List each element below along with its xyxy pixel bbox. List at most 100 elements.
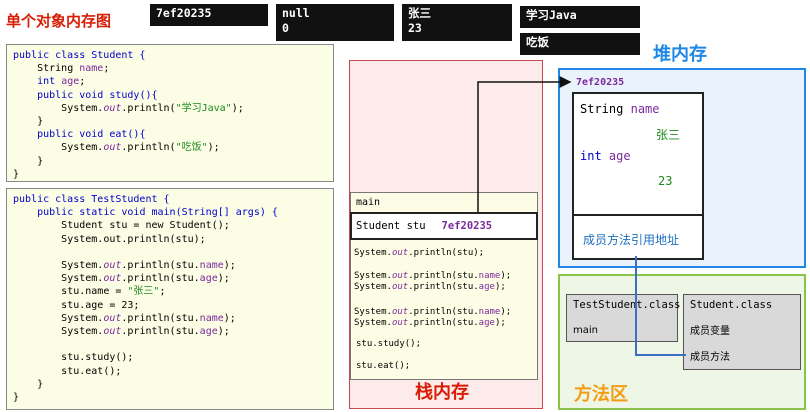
code-token: stu.	[175, 260, 200, 272]
heap-object-address: 7ef20235	[576, 77, 625, 88]
code-token: name	[199, 312, 224, 324]
code-token: }	[37, 116, 44, 128]
code-token: stu.	[175, 326, 200, 338]
student-class-code: public class Student { String name; int …	[6, 44, 334, 182]
code-token: out	[391, 248, 409, 258]
stack-line: System.out.println(stu.age);	[354, 318, 506, 329]
code-token: .println(	[408, 271, 457, 281]
code-token: .println(	[121, 273, 176, 285]
output-study-text: 学习Java	[526, 8, 577, 22]
class-member-methods: 成员方法	[690, 352, 730, 363]
heap-age-value: 23	[658, 174, 673, 188]
class-member-vars: 成员变量	[690, 326, 730, 337]
code-token: .println(	[121, 326, 176, 338]
code-token: .println(	[121, 102, 176, 114]
code-token: int	[37, 76, 62, 88]
code-token: age	[61, 76, 80, 88]
stack-to-heap-arrow	[477, 76, 572, 212]
code-token: System.	[354, 271, 392, 281]
stack-frame-label: main	[356, 197, 381, 208]
stack-line: stu.study();	[356, 339, 422, 349]
code-token: age	[199, 273, 218, 285]
student-class-box: Student.class 成员变量 成员方法	[683, 294, 801, 370]
heap-field-age: int age	[580, 149, 631, 163]
console-output-study: 学习Java	[520, 6, 640, 28]
code-token: );	[223, 260, 236, 272]
code-token: stu.	[456, 271, 479, 281]
code-token: System.	[354, 318, 392, 328]
code-token: stu.	[456, 318, 479, 328]
code-token: );	[500, 307, 512, 317]
code-line: public class Student {	[13, 50, 146, 61]
heap-field-name: String name	[580, 102, 660, 116]
code-token: System.	[61, 102, 104, 114]
code-token: );	[217, 273, 230, 285]
code-token: out	[103, 260, 122, 272]
code-token: System.	[61, 326, 104, 338]
code-token: System.	[61, 312, 104, 324]
code-token: stu.	[456, 307, 479, 317]
code-token: stu.	[175, 312, 200, 324]
code-token: out	[103, 312, 122, 324]
code-token: System.	[61, 142, 104, 154]
code-line: public static void main(String[] args) {	[37, 207, 278, 219]
code-line: public void study(){	[37, 89, 158, 101]
diagram-title: 单个对象内存图	[6, 12, 112, 30]
code-token: age	[478, 282, 495, 292]
code-line: stu.eat();	[61, 365, 122, 377]
code-token: .println(	[121, 312, 176, 324]
code-token: .println(	[408, 307, 457, 317]
code-token: String	[37, 63, 80, 75]
test-student-class-box: TestStudent.class main	[566, 294, 680, 342]
field-identifier: name	[630, 102, 660, 116]
code-token: );	[207, 142, 220, 154]
code-token: System.	[354, 282, 392, 292]
heap-name-value: 张三	[656, 128, 681, 142]
code-token: "吃饭"	[175, 142, 208, 154]
output-address-text: 7ef20235	[156, 6, 212, 20]
code-token: name	[79, 63, 104, 75]
code-token: name	[478, 271, 501, 281]
field-type: int	[580, 149, 602, 163]
code-token: .println(	[121, 142, 176, 154]
code-token: .println(	[408, 318, 457, 328]
code-token: );	[500, 271, 512, 281]
code-token: stu.	[175, 273, 200, 285]
code-token: .println(	[121, 260, 176, 272]
code-token: out	[391, 307, 409, 317]
code-token: }	[13, 168, 20, 180]
code-line: Student stu = new Student();	[61, 220, 230, 232]
console-output-defaults: null 0	[276, 4, 394, 41]
stack-line: System.out.println(stu.age);	[354, 282, 506, 293]
code-token: out	[103, 273, 122, 285]
output-eat-text: 吃饭	[526, 35, 549, 49]
code-token: out	[391, 318, 409, 328]
code-token: );	[223, 312, 236, 324]
code-token: age	[199, 326, 218, 338]
code-token: name	[478, 307, 501, 317]
code-token: name	[199, 260, 224, 272]
code-token: out	[103, 326, 122, 338]
class-member-main: main	[573, 325, 598, 336]
code-token: );	[494, 282, 506, 292]
code-token: System.	[61, 273, 104, 285]
code-token: "学习Java"	[175, 102, 232, 114]
output-name-text: 张三	[408, 6, 431, 20]
stack-variable-decl: Student stu	[356, 220, 426, 232]
stack-line: System.out.println(stu.name);	[354, 307, 511, 318]
student-object	[572, 92, 704, 260]
code-token: age	[478, 318, 495, 328]
output-null-text: null	[282, 6, 310, 20]
code-line: System.out.println(stu);	[61, 233, 206, 245]
code-line: stu.study();	[61, 352, 134, 364]
stack-line: stu.eat();	[356, 361, 411, 371]
code-token: ;	[159, 286, 166, 298]
code-token: stu.	[456, 282, 479, 292]
code-token: }	[37, 378, 44, 390]
code-token: out	[103, 102, 122, 114]
code-token: .println(	[408, 282, 457, 292]
code-token: stu.name =	[61, 286, 128, 298]
console-output-values: 张三 23	[402, 4, 512, 41]
